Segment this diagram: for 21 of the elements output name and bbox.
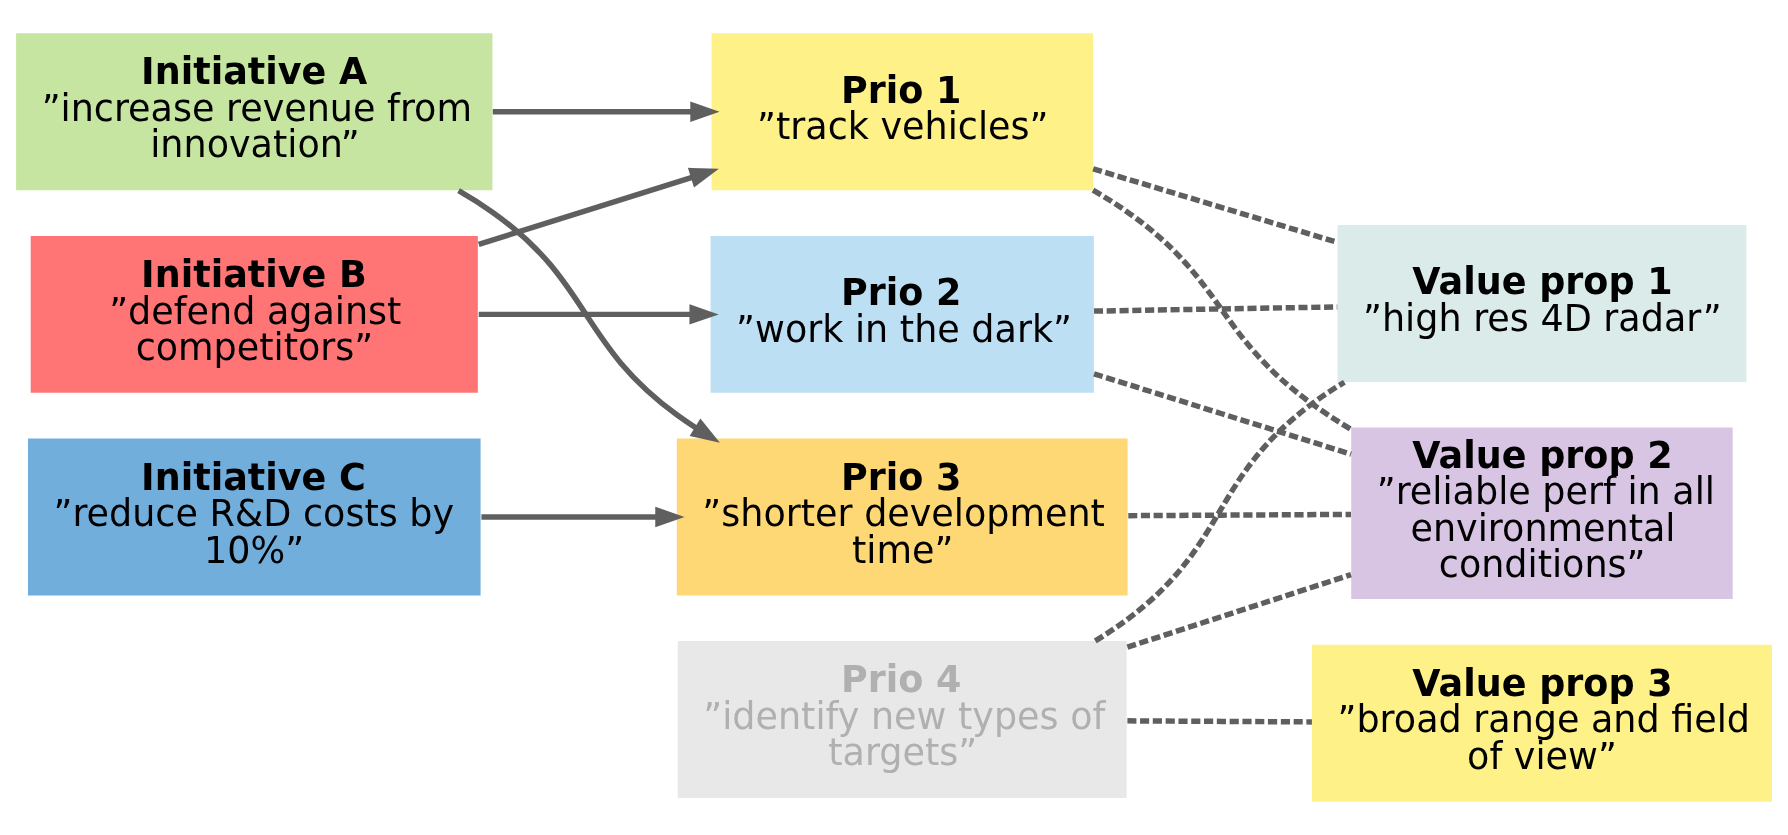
arrow xyxy=(477,167,719,247)
node-box: Prio 2 ”work in the dark” xyxy=(710,235,1094,393)
connector xyxy=(1128,511,1352,519)
node-box: Value prop 3 ”broad range and field of view” xyxy=(1311,644,1772,802)
connector xyxy=(1091,187,1353,432)
connector xyxy=(1126,572,1352,650)
node-box: Initiative A ”increase revenue from innovation” xyxy=(16,33,493,191)
node-box: Prio 1 ”track vehicles” xyxy=(711,33,1093,191)
connector xyxy=(1093,371,1352,457)
arrow xyxy=(478,304,719,325)
connector xyxy=(1127,718,1312,725)
node-box: Initiative C ”reduce R&D costs by 10%” xyxy=(27,438,481,596)
arrow xyxy=(492,101,720,123)
node-box: Prio 4 ”identify new types of targets” xyxy=(677,641,1127,799)
connector xyxy=(1093,379,1346,644)
arrow xyxy=(481,506,685,528)
node-box: Initiative B ”defend against competitors” xyxy=(30,235,478,393)
arrow xyxy=(457,188,720,443)
node-box: Value prop 1 ”high res 4D radar” xyxy=(1337,224,1747,382)
node-box: Value prop 2 ”reliable perf in all environmental conditions” xyxy=(1351,427,1733,600)
node-box: Prio 3 ”shorter development time” xyxy=(676,438,1128,596)
